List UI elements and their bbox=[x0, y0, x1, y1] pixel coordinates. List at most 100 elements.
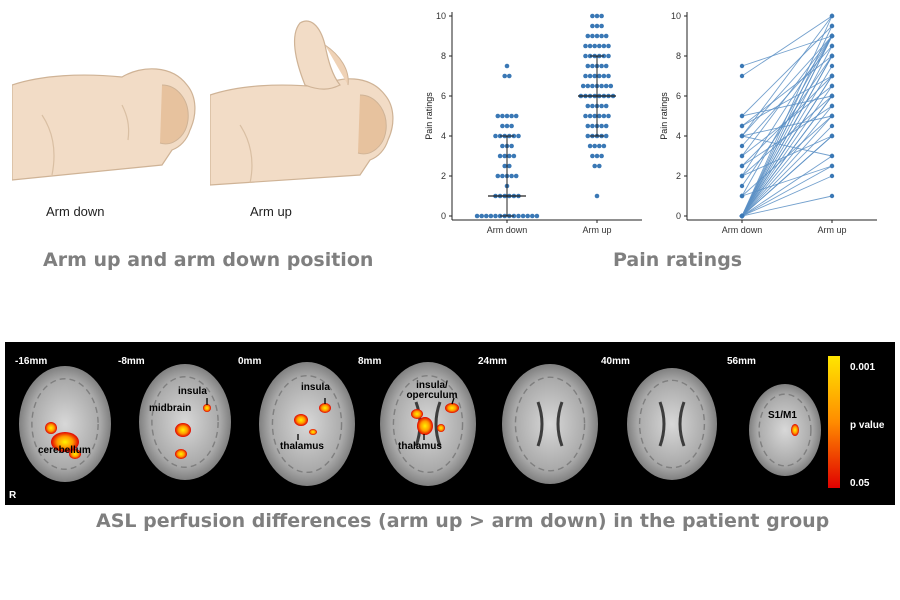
activation-blob bbox=[294, 414, 308, 426]
brain-slice bbox=[502, 364, 598, 484]
data-point bbox=[590, 23, 595, 29]
pair-line bbox=[741, 35, 833, 137]
ventricle bbox=[678, 401, 686, 447]
data-point bbox=[583, 113, 588, 119]
data-point bbox=[601, 113, 607, 119]
arm-up-figure bbox=[210, 20, 394, 186]
data-point bbox=[592, 43, 597, 49]
data-point bbox=[592, 73, 597, 79]
pair-point-up bbox=[829, 193, 835, 199]
data-point bbox=[513, 113, 519, 119]
pair-line bbox=[741, 45, 833, 217]
data-point bbox=[601, 43, 607, 49]
slice-label-7: 56mm bbox=[727, 356, 756, 367]
brain-slice bbox=[19, 366, 111, 482]
data-point bbox=[594, 153, 600, 159]
y-tick-label: 4 bbox=[441, 131, 446, 141]
data-point bbox=[507, 73, 512, 79]
data-point bbox=[502, 153, 507, 159]
data-point bbox=[583, 43, 588, 49]
pair-line bbox=[741, 115, 833, 217]
pair-line bbox=[741, 135, 833, 217]
data-point bbox=[507, 153, 512, 159]
ventricle bbox=[658, 401, 666, 447]
pair-line bbox=[741, 35, 833, 157]
pair-point-up bbox=[829, 153, 835, 159]
data-point bbox=[500, 123, 505, 129]
pair-point-down bbox=[739, 133, 745, 139]
data-point bbox=[502, 163, 507, 169]
data-point bbox=[493, 213, 498, 219]
slice-label-1: -16mm bbox=[15, 356, 48, 367]
pair-point-up bbox=[829, 63, 835, 69]
activation-blob bbox=[175, 423, 191, 437]
y-tick-label: 10 bbox=[436, 11, 446, 21]
activation-blob bbox=[791, 424, 799, 436]
arm-down-figure bbox=[12, 68, 196, 181]
annotation-thalamus-mid: thalamus bbox=[280, 441, 324, 452]
data-point bbox=[520, 213, 526, 219]
activation-blob bbox=[445, 403, 459, 413]
pair-point-down bbox=[739, 173, 745, 179]
pair-point-down bbox=[739, 193, 745, 199]
data-point bbox=[599, 23, 604, 29]
data-point bbox=[583, 53, 588, 59]
colorbar-bottom-label: 0.05 bbox=[850, 478, 870, 489]
data-point bbox=[590, 13, 595, 19]
data-point bbox=[488, 213, 494, 219]
pair-point-up bbox=[829, 73, 835, 79]
pair-point-down bbox=[739, 143, 745, 149]
x-tick-label: Arm down bbox=[722, 225, 763, 235]
pair-line bbox=[741, 195, 833, 217]
pair-line bbox=[741, 25, 833, 117]
pair-point-down bbox=[739, 213, 745, 219]
data-point bbox=[601, 73, 607, 79]
data-point bbox=[594, 13, 600, 19]
pair-point-down bbox=[739, 113, 745, 119]
pair-point-up bbox=[829, 33, 835, 39]
slice-label-2: -8mm bbox=[118, 356, 145, 367]
data-point bbox=[594, 193, 600, 199]
pair-line bbox=[741, 125, 833, 217]
data-point bbox=[603, 123, 609, 129]
y-tick-label: 6 bbox=[676, 91, 681, 101]
data-point bbox=[534, 213, 540, 219]
illustration-caption: Arm up and arm down position bbox=[43, 249, 374, 271]
data-point bbox=[599, 153, 604, 159]
data-point bbox=[509, 173, 514, 179]
data-point bbox=[603, 33, 609, 39]
data-point bbox=[603, 133, 609, 139]
data-point bbox=[603, 83, 609, 89]
y-axis-label: Pain ratings bbox=[424, 92, 434, 140]
pair-point-down bbox=[739, 153, 745, 159]
pair-line bbox=[741, 165, 833, 217]
brain-slice bbox=[627, 368, 717, 480]
pair-line bbox=[741, 15, 833, 217]
data-point bbox=[592, 143, 597, 149]
annotation-cerebellum: cerebellum bbox=[38, 445, 91, 456]
activation-blob bbox=[319, 403, 331, 413]
activation-blob bbox=[309, 429, 317, 435]
data-point bbox=[594, 33, 600, 39]
colorbar-middle-label: p value bbox=[850, 420, 885, 431]
pair-point-up bbox=[829, 13, 835, 19]
data-point bbox=[599, 83, 604, 89]
y-tick-label: 10 bbox=[671, 11, 681, 21]
pair-line bbox=[741, 65, 833, 217]
data-point bbox=[587, 73, 593, 79]
pair-point-up bbox=[829, 83, 835, 89]
data-point bbox=[513, 173, 519, 179]
data-point bbox=[509, 113, 514, 119]
y-tick-label: 8 bbox=[441, 51, 446, 61]
data-point bbox=[484, 213, 489, 219]
brain-slice bbox=[749, 384, 821, 476]
brain-slice bbox=[259, 362, 355, 486]
data-point bbox=[504, 63, 510, 69]
data-point bbox=[597, 163, 602, 169]
pair-line bbox=[741, 25, 833, 217]
brain-slice bbox=[139, 364, 231, 480]
annotation-arrow bbox=[451, 397, 455, 405]
annotation-thalamus-right: thalamus bbox=[398, 441, 442, 452]
data-point bbox=[509, 123, 514, 129]
